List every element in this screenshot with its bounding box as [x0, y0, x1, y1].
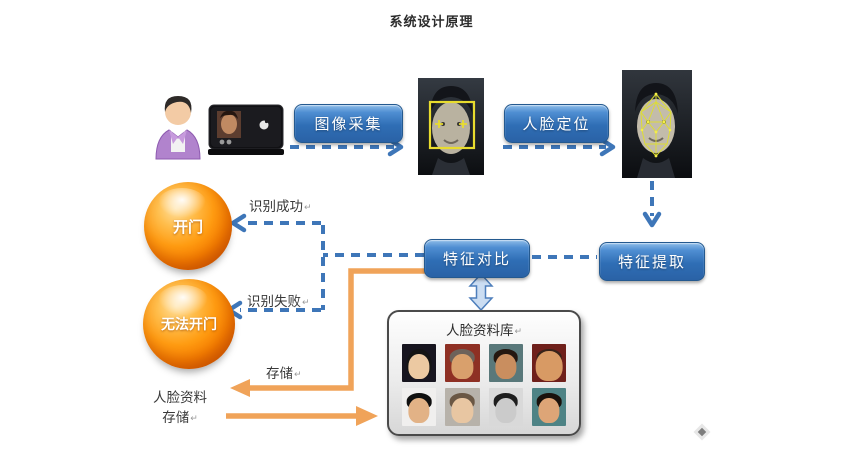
label-recognition-fail: 识别失败↵ — [247, 294, 310, 310]
db-face-photo — [402, 344, 437, 382]
capture-node[interactable]: 图像采集 — [294, 104, 403, 143]
page-title: 系统设计原理 — [389, 15, 474, 30]
label-recognition-success: 识别成功↵ — [249, 199, 312, 215]
db-face-photo — [488, 388, 523, 426]
extract-node[interactable]: 特征提取 — [599, 242, 705, 281]
camera-device-icon — [208, 104, 284, 155]
compare-node[interactable]: 特征对比 — [424, 239, 530, 278]
locate-node[interactable]: 人脸定位 — [504, 104, 609, 143]
compare-node-label: 特征对比 — [442, 250, 511, 268]
no-open-door-node[interactable]: 无法开门 — [143, 279, 235, 369]
locate-node-label: 人脸定位 — [522, 115, 591, 133]
label-face-data-line1: 人脸资料 — [153, 390, 207, 406]
return-mark: ↵ — [514, 327, 523, 337]
face-database-grid — [402, 344, 566, 426]
return-mark: ↵ — [304, 203, 312, 213]
db-face-photo — [531, 344, 566, 382]
extract-node-label: 特征提取 — [617, 253, 686, 271]
open-door-node[interactable]: 开门 — [144, 182, 232, 270]
label-store: 存储↵ — [266, 366, 302, 382]
return-mark: ↵ — [302, 298, 310, 308]
anchor-mark-icon — [697, 427, 707, 437]
db-face-photo — [445, 344, 480, 382]
capture-node-label: 图像采集 — [314, 115, 383, 133]
face-database-title: 人脸资料库↵ — [445, 323, 523, 339]
double-arrow-icon — [468, 272, 494, 312]
orange-arrowheads — [230, 379, 378, 426]
open-door-label: 开门 — [172, 217, 203, 236]
db-face-photo — [445, 388, 480, 426]
face-database-box[interactable]: 人脸资料库↵ — [387, 310, 581, 436]
db-face-photo — [531, 388, 566, 426]
label-face-data-line2: 存储↵ — [162, 410, 198, 426]
feature-mesh-points — [640, 92, 672, 158]
return-mark: ↵ — [294, 370, 302, 380]
return-mark: ↵ — [190, 414, 198, 424]
face-photo-feature-mesh[interactable] — [622, 70, 692, 178]
db-face-photo — [488, 344, 523, 382]
person-icon — [155, 96, 201, 160]
face-photo-detect-box[interactable] — [418, 78, 484, 175]
feature-mesh-lines — [640, 93, 672, 157]
db-face-photo — [402, 388, 437, 426]
no-open-door-label: 无法开门 — [161, 317, 217, 333]
